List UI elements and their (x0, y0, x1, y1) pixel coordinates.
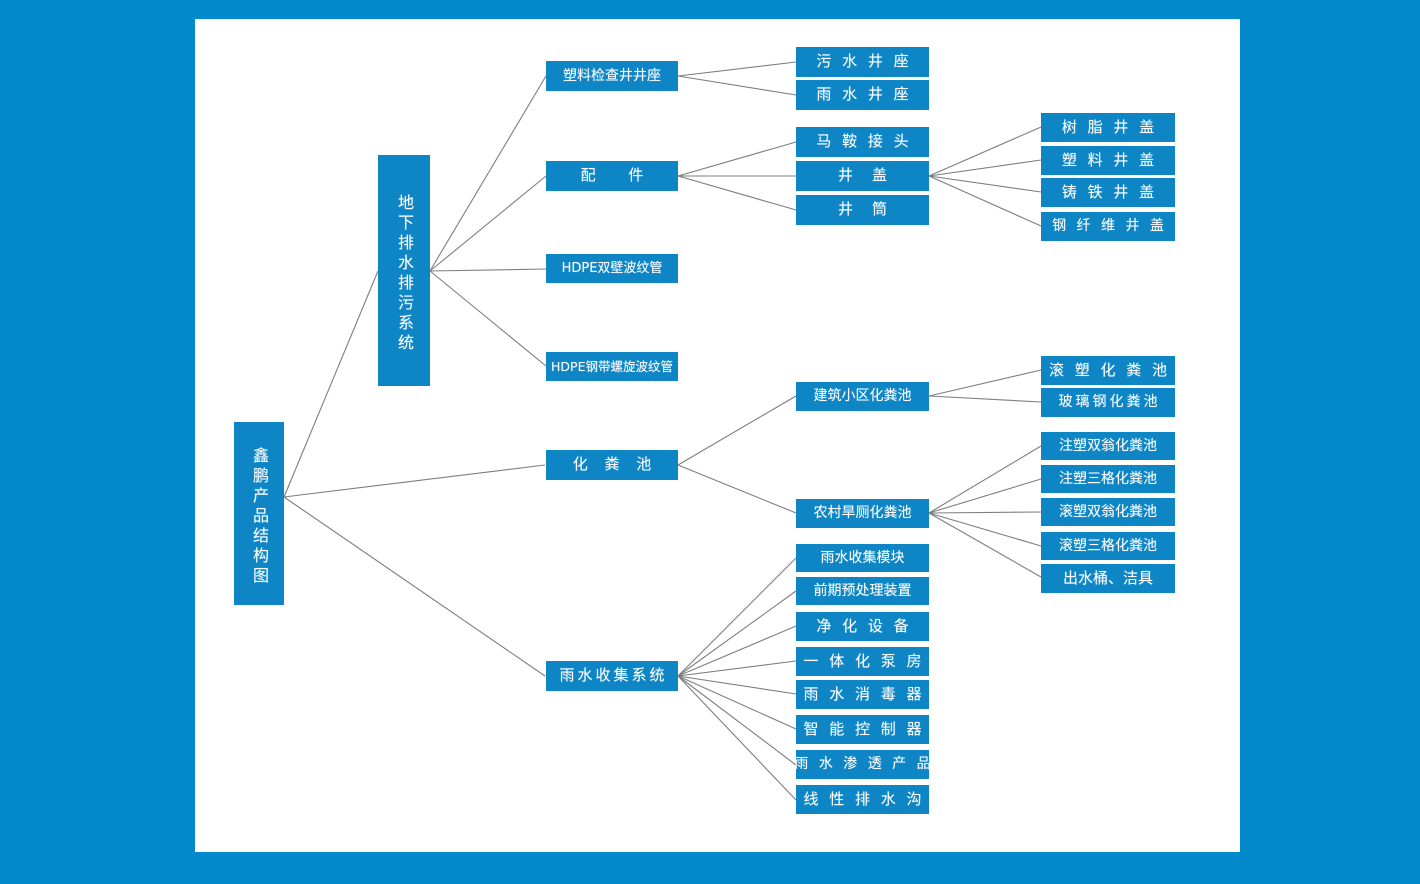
node-rainwater-collection-system[interactable]: 雨水收集系统 (546, 661, 678, 691)
node-rotomolded-septic-tank[interactable]: 滚 塑 化 粪 池 (1041, 356, 1175, 385)
node-saddle-joint[interactable]: 马 鞍 接 头 (796, 127, 929, 157)
edge-root-to-septic (283, 464, 546, 498)
node-integrated-pump-house[interactable]: 一 体 化 泵 房 (796, 647, 929, 676)
edge-rural-to-inj-three (928, 478, 1042, 514)
edge-rain-to-infiltrate (677, 675, 797, 766)
node-injection-molded-three-compartment-septic-tank[interactable]: 注塑三格化粪池 (1041, 465, 1175, 493)
node-well-shaft[interactable]: 井 筒 (796, 195, 929, 225)
node-manhole-cover[interactable]: 井 盖 (796, 161, 929, 191)
edge-cover-to-iron (928, 175, 1042, 193)
edge-rural-to-roto-three (928, 512, 1042, 547)
node-frp-septic-tank[interactable]: 玻璃钢化粪池 (1041, 388, 1175, 417)
node-purification-equipment[interactable]: 净 化 设 备 (796, 612, 929, 641)
node-hdpe-double-wall-corrugated-pipe[interactable]: HDPE双壁波纹管 (546, 254, 678, 283)
node-residential-district-septic-tank[interactable]: 建筑小区化粪池 (796, 382, 929, 411)
edge-cover-to-fiber (928, 175, 1042, 227)
edge-drainage-to-hdpe-dw (429, 268, 547, 272)
edge-drainage-to-inspection (429, 75, 547, 272)
edge-inspection-to-sewage (677, 61, 797, 77)
node-root[interactable]: 鑫鹏产品结构图 (234, 422, 284, 605)
edge-root-to-drainage (283, 270, 379, 498)
node-rural-dry-toilet-septic-tank[interactable]: 农村旱厕化粪池 (796, 499, 929, 528)
edge-septic-to-residential (677, 395, 797, 466)
node-fittings[interactable]: 配 件 (546, 161, 678, 191)
node-linear-drainage-channel[interactable]: 线 性 排 水 沟 (796, 785, 929, 814)
edge-rural-to-outlet (928, 512, 1042, 578)
edge-rural-to-roto-double (928, 511, 1042, 514)
edge-drainage-to-fittings (429, 175, 547, 272)
edge-inspection-to-rain (677, 75, 797, 96)
node-steel-fiber-manhole-cover[interactable]: 钢 纤 维 井 盖 (1041, 212, 1175, 241)
edge-rain-to-disinfect (677, 675, 797, 695)
edge-rain-to-purify (677, 625, 797, 677)
node-cast-iron-manhole-cover[interactable]: 铸 铁 井 盖 (1041, 178, 1175, 207)
node-rainwater-well-base[interactable]: 雨 水 井 座 (796, 80, 929, 110)
node-rotomolded-double-chamber-septic-tank[interactable]: 滚塑双翁化粪池 (1041, 498, 1175, 526)
edge-residential-to-frp (928, 395, 1042, 403)
node-rainwater-disinfector[interactable]: 雨 水 消 毒 器 (796, 680, 929, 709)
node-plastic-inspection-well-base[interactable]: 塑料检查井井座 (546, 61, 678, 91)
edge-fittings-to-shaft (677, 175, 797, 211)
node-septic-tank[interactable]: 化 粪 池 (546, 450, 678, 480)
node-underground-drainage-system[interactable]: 地下排水排污系统 (378, 155, 430, 386)
edge-rain-to-linear (677, 675, 797, 801)
node-plastic-manhole-cover[interactable]: 塑 料 井 盖 (1041, 146, 1175, 175)
edge-septic-to-rural (677, 464, 797, 514)
edge-rain-to-module (677, 557, 797, 677)
diagram-white-card: 鑫鹏产品结构图 地下排水排污系统 化 粪 池 雨水收集系统 塑料检查井井座 配 … (195, 19, 1240, 852)
edge-cover-to-plastic (928, 159, 1042, 177)
edge-root-to-rainwater (283, 496, 546, 677)
node-rotomolded-three-compartment-septic-tank[interactable]: 滚塑三格化粪池 (1041, 532, 1175, 560)
node-outlet-bucket-and-sanitary-ware[interactable]: 出水桶、洁具 (1041, 564, 1175, 593)
edge-rain-to-pump (677, 660, 797, 677)
edge-drainage-to-hdpe-steel (429, 270, 547, 367)
edge-residential-to-rotomold (928, 369, 1042, 397)
edge-rain-to-pretreat (677, 590, 797, 677)
node-rainwater-infiltration-products[interactable]: 雨 水 渗 透 产 品 (794, 750, 931, 779)
node-smart-controller[interactable]: 智 能 控 制 器 (796, 715, 929, 744)
node-injection-molded-double-chamber-septic-tank[interactable]: 注塑双翁化粪池 (1041, 432, 1175, 460)
node-sewage-well-base[interactable]: 污 水 井 座 (796, 47, 929, 77)
node-rainwater-collection-module[interactable]: 雨水收集模块 (796, 544, 929, 572)
edge-cover-to-resin (928, 126, 1042, 177)
edge-rain-to-controller (677, 675, 797, 730)
node-hdpe-steel-belt-spiral-corrugated-pipe[interactable]: HDPE钢带螺旋波纹管 (546, 352, 678, 381)
edge-fittings-to-saddle (677, 141, 797, 177)
node-resin-manhole-cover[interactable]: 树 脂 井 盖 (1041, 113, 1175, 142)
edge-rural-to-inj-double (928, 445, 1042, 514)
node-pretreatment-device[interactable]: 前期预处理装置 (796, 577, 929, 605)
